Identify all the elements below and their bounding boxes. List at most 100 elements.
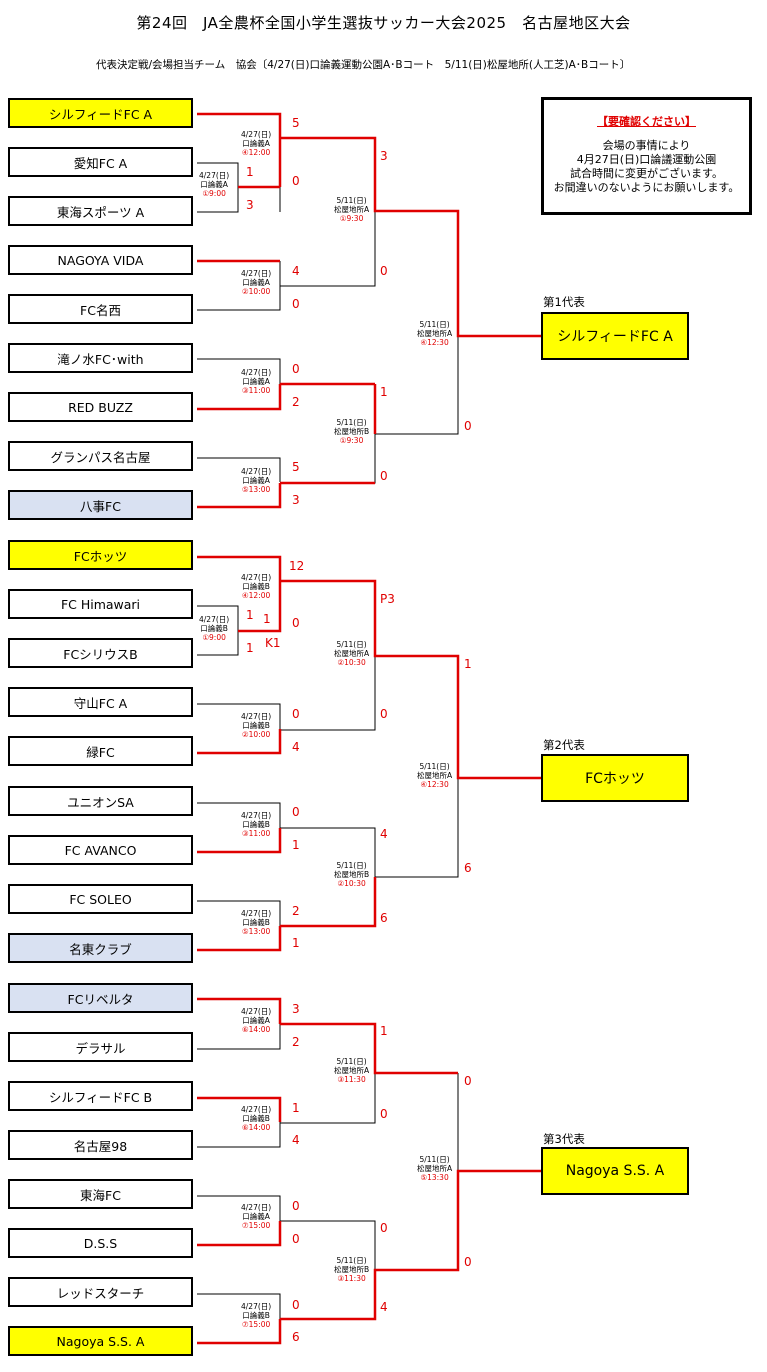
- score: 4: [292, 1133, 300, 1147]
- match-date: 4/27(日): [241, 1203, 272, 1212]
- score: K1: [265, 636, 281, 650]
- score: 1: [464, 657, 472, 671]
- match-venue: 松屋地所A: [417, 329, 453, 338]
- match-date: 4/27(日): [199, 615, 230, 624]
- match-time: ⑤13:00: [241, 927, 271, 936]
- score: 0: [380, 707, 388, 721]
- notice-line: 4月27日(日)口論議運動公園: [576, 153, 717, 166]
- match-venue: 松屋地所A: [417, 771, 453, 780]
- match-venue: 松屋地所A: [334, 649, 370, 658]
- score: 4: [380, 1300, 388, 1314]
- team-box: FC SOLEO: [8, 884, 193, 914]
- match-venue: 口論義A: [242, 377, 270, 386]
- match-venue: 口論義B: [242, 721, 270, 730]
- match-venue: 口論義B: [242, 582, 270, 591]
- team-box: デラサル: [8, 1032, 193, 1062]
- score: 0: [292, 174, 300, 188]
- match-time: ①9:30: [339, 436, 364, 445]
- score: 0: [464, 419, 472, 433]
- notice-line: 会場の事情により: [602, 139, 691, 152]
- notice-box: 【要確認ください】 会場の事情により 4月27日(日)口論議運動公園 試合時間に…: [541, 97, 752, 215]
- score: 6: [292, 1330, 300, 1344]
- team-box: 八事FC: [8, 490, 193, 520]
- score: 3: [292, 1002, 300, 1016]
- team-box: FC AVANCO: [8, 835, 193, 865]
- match-venue: 松屋地所A: [417, 1164, 453, 1173]
- score: 0: [380, 1107, 388, 1121]
- match-time: ④12:30: [420, 338, 449, 347]
- score: 1: [246, 608, 254, 622]
- score: 5: [292, 460, 300, 474]
- match-venue: 口論義B: [242, 1311, 270, 1320]
- match-date: 4/27(日): [241, 909, 272, 918]
- match-time: ⑥14:00: [241, 1025, 271, 1034]
- representative-label: 第1代表: [543, 295, 585, 309]
- match-date: 4/27(日): [241, 467, 272, 476]
- score: 6: [464, 861, 472, 875]
- score: 1: [380, 385, 388, 399]
- match-date: 5/11(日): [336, 1057, 367, 1066]
- match-date: 5/11(日): [336, 196, 367, 205]
- match-venue: 口論義B: [242, 918, 270, 927]
- score: 1: [380, 1024, 388, 1038]
- match-time: ③11:30: [337, 1274, 366, 1283]
- match-venue: 松屋地所B: [334, 870, 370, 879]
- score: 0: [380, 264, 388, 278]
- match-date: 5/11(日): [336, 418, 367, 427]
- score: 0: [292, 1298, 300, 1312]
- score: 0: [380, 1221, 388, 1235]
- representative-box: シルフィードFC A: [541, 312, 689, 360]
- score: 3: [246, 198, 254, 212]
- score: 6: [380, 911, 388, 925]
- page-title: 第24回 JA全農杯全国小学生選抜サッカー大会2025 名古屋地区大会: [136, 14, 631, 32]
- match-date: 5/11(日): [336, 640, 367, 649]
- score: 12: [289, 559, 305, 573]
- match-venue: 口論義B: [242, 1114, 270, 1123]
- match-date: 4/27(日): [241, 1007, 272, 1016]
- match-time: ③11:00: [241, 386, 271, 395]
- match-time: ①9:30: [339, 214, 364, 223]
- match-date: 4/27(日): [241, 1105, 272, 1114]
- score: 1: [292, 936, 300, 950]
- match-date: 4/27(日): [199, 171, 230, 180]
- score: 1: [292, 1101, 300, 1115]
- match-date: 4/27(日): [241, 573, 272, 582]
- representative-box: Nagoya S.S. A: [541, 1147, 689, 1195]
- match-time: ③11:00: [241, 829, 271, 838]
- team-box: FCホッツ: [8, 540, 193, 570]
- score: 0: [292, 616, 300, 630]
- team-box: シルフィードFC B: [8, 1081, 193, 1111]
- team-box: RED BUZZ: [8, 392, 193, 422]
- match-venue: 口論義A: [242, 1016, 270, 1025]
- score: 1: [263, 612, 271, 626]
- score: 0: [380, 469, 388, 483]
- representative-label: 第3代表: [543, 1132, 585, 1146]
- team-box: 緑FC: [8, 736, 193, 766]
- score: 0: [292, 297, 300, 311]
- match-date: 5/11(日): [336, 861, 367, 870]
- match-date: 5/11(日): [419, 762, 450, 771]
- team-box: シルフィードFC A: [8, 98, 193, 128]
- match-time: ④12:00: [241, 148, 271, 157]
- score: 3: [380, 149, 388, 163]
- team-box: 名古屋98: [8, 1130, 193, 1160]
- match-venue: 松屋地所A: [334, 1066, 370, 1075]
- score: 3: [292, 493, 300, 507]
- score: 0: [292, 362, 300, 376]
- match-time: ⑦15:00: [241, 1320, 271, 1329]
